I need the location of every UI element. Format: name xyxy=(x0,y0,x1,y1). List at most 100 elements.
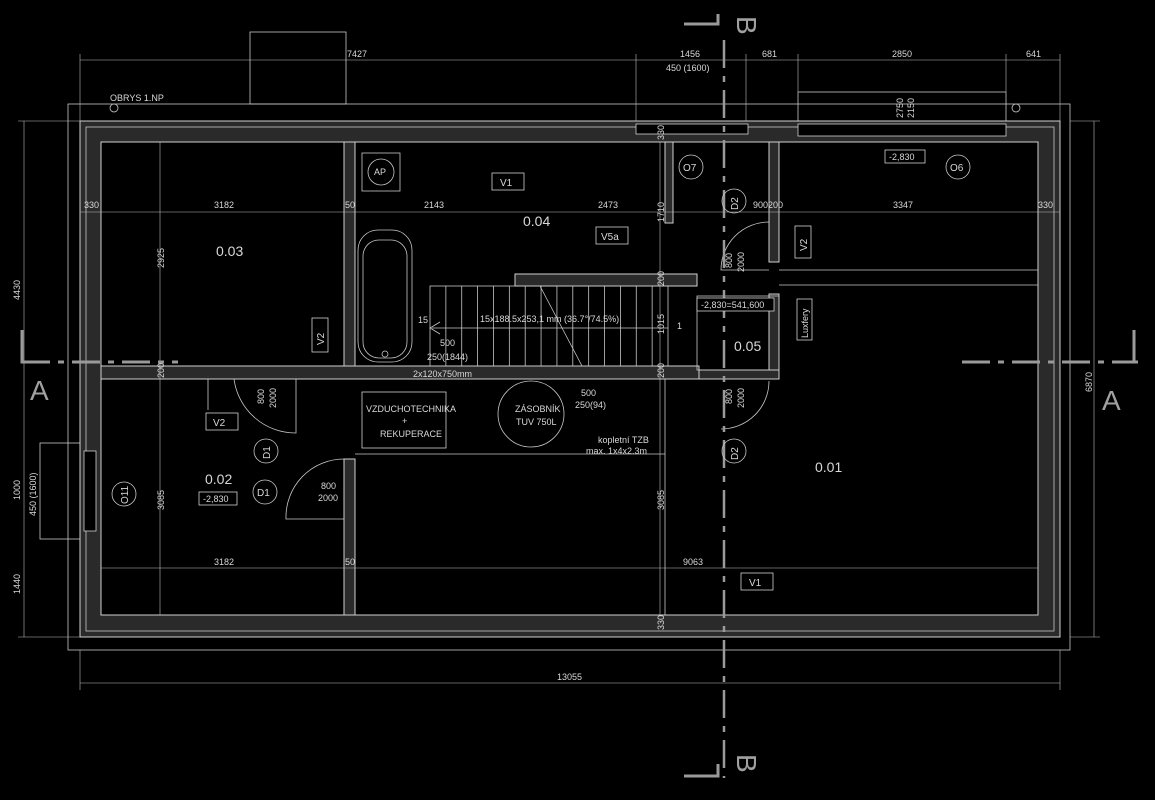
wall-r005-south xyxy=(698,369,780,380)
level-r005: -2,830=541,600 xyxy=(701,300,764,310)
tag-v2-r003: V2 xyxy=(316,332,327,345)
door-d2-bottom-swing xyxy=(720,380,770,430)
tag-v1-bottom: V1 xyxy=(749,578,762,589)
tag-o11: O11 xyxy=(120,485,131,504)
dim-1456: 1456 xyxy=(680,49,700,59)
vzt-line3: REKUPERACE xyxy=(380,429,442,439)
level-r006: -2,830 xyxy=(889,152,915,162)
tag-box-luxfery xyxy=(796,298,813,341)
tag-luxfery: Luxfery xyxy=(800,308,810,338)
section-label-b-top: B xyxy=(731,16,762,35)
tag-circle-d1-b xyxy=(252,479,278,505)
dim-v-3085a: 3085 xyxy=(156,490,166,510)
door-dim-800-c: 800 xyxy=(724,253,734,268)
door-dim-2000-b: 2000 xyxy=(318,493,338,503)
dim-7427: 7427 xyxy=(347,49,367,59)
door-dim-2000-c: 2000 xyxy=(736,252,746,272)
door-dim-800-b: 800 xyxy=(321,481,336,491)
section-arrow-b-top xyxy=(684,14,720,26)
window-o7 xyxy=(635,123,749,135)
dimension-lines xyxy=(18,54,1100,690)
tag-d2-bottom: D2 xyxy=(730,447,741,460)
window-o6 xyxy=(797,123,1007,137)
section-arrow-a-right xyxy=(1120,330,1136,364)
dim-681: 681 xyxy=(762,49,777,59)
dim-v-1710: 1710 xyxy=(656,202,666,222)
left-window-well-outline xyxy=(39,442,81,540)
wall-r005-east xyxy=(768,141,780,263)
dim-v-3085b: 3085 xyxy=(656,490,666,510)
outline-marker-right xyxy=(1011,103,1021,113)
tank-line1: ZÁSOBNÍK xyxy=(515,404,561,414)
section-label-a-left: A xyxy=(30,375,49,406)
tag-circle-d1-a xyxy=(253,438,279,464)
room-0-02: 0.02 xyxy=(205,471,232,487)
section-arrow-a-left xyxy=(20,330,36,364)
tag-v5a: V5a xyxy=(601,232,619,243)
outer-wall xyxy=(79,120,1061,638)
tag-circle-d2-bottom xyxy=(721,438,747,464)
dim-v-1015: 1015 xyxy=(656,314,666,334)
room-0-03: 0.03 xyxy=(216,243,243,259)
dim-right-6870: 6870 xyxy=(1084,372,1094,392)
tag-o6: O6 xyxy=(950,163,964,174)
dim-v-2925: 2925 xyxy=(156,248,166,268)
tag-circle-o11 xyxy=(111,481,137,507)
ap-unit-circle xyxy=(367,158,395,186)
wall-middle-horizontal xyxy=(100,365,700,380)
wall-r003-east xyxy=(343,141,356,367)
dim-v-330-bot: 330 xyxy=(656,615,666,630)
tag-o7: O7 xyxy=(683,163,697,174)
level-box-r005 xyxy=(696,297,775,312)
dim-left-1440: 1440 xyxy=(12,574,22,594)
dim-v-200b: 200 xyxy=(656,363,666,378)
room-0-01: 0.01 xyxy=(815,459,842,475)
level-r002: -2,830 xyxy=(203,494,229,504)
chimney-outline xyxy=(249,31,347,105)
bathtub-inner xyxy=(362,239,408,359)
section-label-a-right: A xyxy=(1102,385,1121,416)
dim-row2-50: 50 xyxy=(345,557,355,567)
door-dim-800-d: 800 xyxy=(724,389,734,404)
tag-box-v2-r003 xyxy=(311,317,329,353)
door-d1-a-swing xyxy=(233,378,297,434)
dim-row1-3347: 3347 xyxy=(893,200,913,210)
tag-box-v2-r002 xyxy=(205,412,239,431)
dim-row1-50: 50 xyxy=(345,200,355,210)
stair-mark: 1 xyxy=(677,321,682,331)
tag-box-v2-right xyxy=(794,225,812,259)
section-arrow-b-bottom xyxy=(684,764,720,778)
dim-v-330-top: 330 xyxy=(656,125,666,140)
vzt-line2: + xyxy=(402,416,407,426)
level-box-r002 xyxy=(198,491,238,506)
tag-v2-right: V2 xyxy=(799,238,810,251)
tag-circle-o6 xyxy=(945,154,971,180)
stair-step2: 250(1844) xyxy=(427,352,468,362)
dim-v-200a: 200 xyxy=(656,271,666,286)
tzb-line2: max. 1x4x2.3m xyxy=(586,446,647,456)
dim-bottom-13055: 13055 xyxy=(557,672,582,682)
outline-label: OBRYS 1.NP xyxy=(110,93,164,103)
outline-marker-left xyxy=(109,103,119,113)
section-label-b-bottom: B xyxy=(731,754,762,773)
tag-box-v1-bottom xyxy=(740,572,774,591)
tag-v1-top: V1 xyxy=(500,178,513,189)
r005-box xyxy=(696,295,780,371)
staircase xyxy=(429,285,669,367)
dim-row1-2143: 2143 xyxy=(424,200,444,210)
outer-wall-inner-line xyxy=(85,126,1055,632)
stair-count: 15 xyxy=(418,315,428,325)
tank-dim-500: 500 xyxy=(581,388,596,398)
tzb-line1: kopletní TZB xyxy=(598,435,649,445)
tag-v2-r002: V2 xyxy=(213,418,226,429)
dim-row2-3182: 3182 xyxy=(214,557,234,567)
stair-spec: 15x188.5x253,1 mm (36.7°/74.5%) xyxy=(480,314,619,324)
dim-2850: 2850 xyxy=(892,49,912,59)
dim-row1-200: 200 xyxy=(768,200,783,210)
room-0-04: 0.04 xyxy=(523,213,550,229)
dim-left-450: 450 (1600) xyxy=(28,472,38,516)
door-d2-top-swing xyxy=(720,221,770,271)
tag-circle-o7 xyxy=(678,154,704,180)
tag-circle-d2-top xyxy=(721,188,747,214)
dim-v-200c: 200 xyxy=(156,363,166,378)
